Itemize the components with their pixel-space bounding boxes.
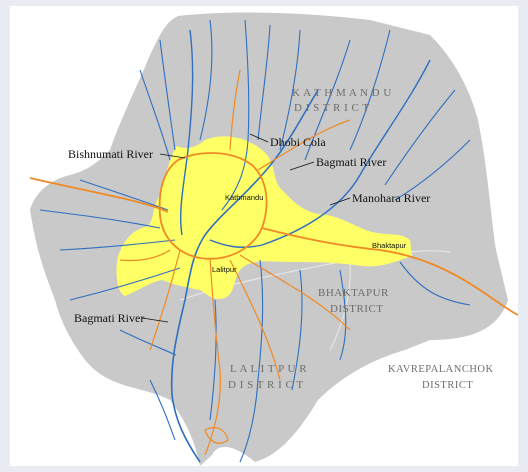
manohara-river xyxy=(209,59,431,248)
ring-road xyxy=(158,152,268,260)
bagmati-south-leader xyxy=(141,317,169,323)
kavre-district-label-2: DISTRICT xyxy=(422,380,473,391)
bagmati-north-river-label: Bagmati River xyxy=(316,155,386,169)
bishnumati-river-label: Bishnumati River xyxy=(68,147,153,161)
dhobi-river-label: Dhobi Cola xyxy=(270,135,326,149)
road-network xyxy=(29,69,518,456)
bhaktapur-district-label-1: BHAKTAPUR xyxy=(318,287,389,299)
dhobi-leader xyxy=(249,133,269,143)
manohara-river-label: Manohara River xyxy=(352,191,430,205)
bagmati-north-leader xyxy=(289,161,315,171)
lalitpur-city-label: Lalitpur xyxy=(212,265,237,274)
map-frame: K A T H M A N D U D I S T R I C T BHAKTA… xyxy=(10,6,518,466)
bhaktapur-district-label-2: DISTRICT xyxy=(330,303,384,315)
valley-map[interactable]: K A T H M A N D U D I S T R I C T BHAKTA… xyxy=(10,6,518,466)
bhaktapur-city-label: Bhaktapur xyxy=(372,241,407,250)
kathmandu-city-label: Kathmandu xyxy=(225,193,263,202)
bishnumati-river xyxy=(180,29,194,236)
bagmati-south-river-label: Bagmati River xyxy=(74,311,144,325)
manohara-leader xyxy=(329,197,351,206)
kathmandu-district-label-2: D I S T R I C T xyxy=(294,102,370,114)
highway-west xyxy=(29,177,169,213)
dhobi-river xyxy=(221,19,250,211)
district-boundary xyxy=(329,259,351,351)
kavre-district-label-1: KAVREPALANCHOK xyxy=(388,364,494,375)
highway-east xyxy=(261,227,518,316)
lalitpur-district-label-1: L A L I T P U R xyxy=(230,363,307,375)
kathmandu-district-label-1: K A T H M A N D U xyxy=(292,87,392,99)
lalitpur-district-label-2: D I S T R I C T xyxy=(228,379,304,391)
bishnumati-leader xyxy=(159,153,186,159)
